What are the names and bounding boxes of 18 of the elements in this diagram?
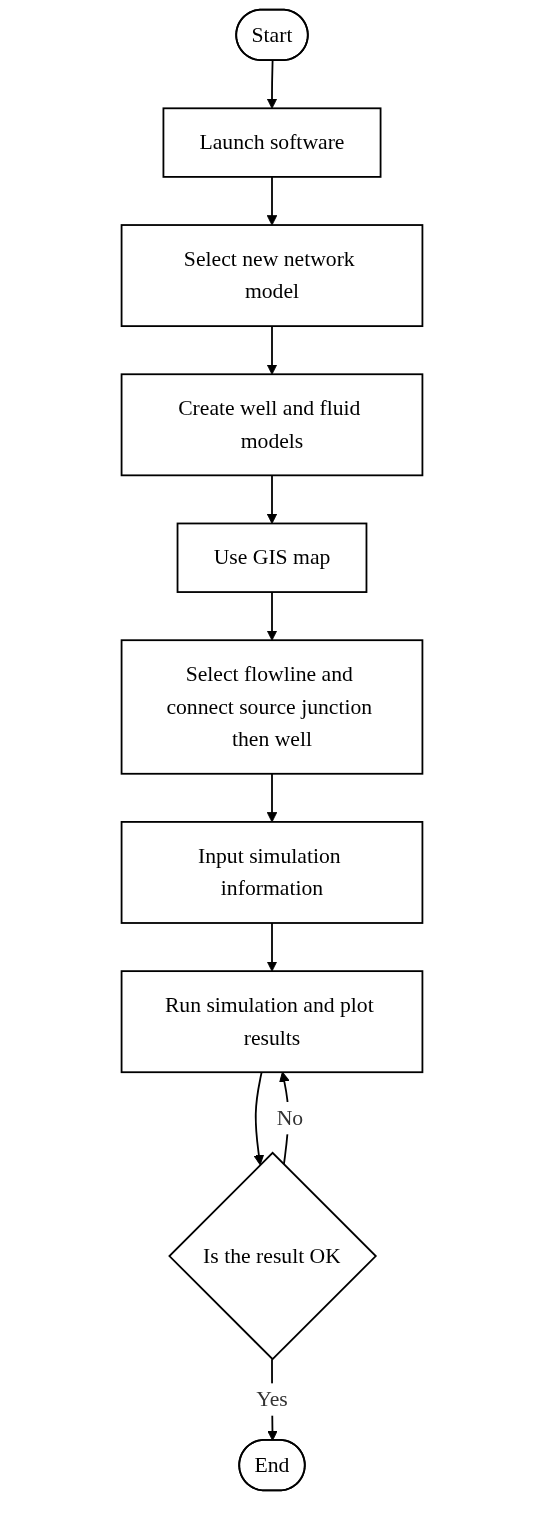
node-box: Input simulation information <box>120 821 424 924</box>
arrow <box>266 922 278 972</box>
node-box: Create well and fluid models <box>120 373 424 477</box>
node-diamond: Is the result OK <box>168 1151 378 1361</box>
arrow <box>266 325 278 375</box>
arrow <box>266 59 278 109</box>
edge-label: No <box>276 1105 304 1130</box>
arrow <box>253 1071 265 1166</box>
arrow <box>266 176 278 226</box>
node-box: Select flowline and connect source junction then well <box>120 639 424 775</box>
node-box: Launch software <box>162 107 382 178</box>
node-box: Use GIS map <box>176 522 368 593</box>
edge-label: Yes <box>256 1386 288 1411</box>
arrow <box>266 474 278 524</box>
arrow <box>266 772 278 823</box>
node-box: Select new network model <box>120 224 424 328</box>
arrow <box>266 591 278 641</box>
node-box: Run simulation and plot results <box>120 970 424 1074</box>
